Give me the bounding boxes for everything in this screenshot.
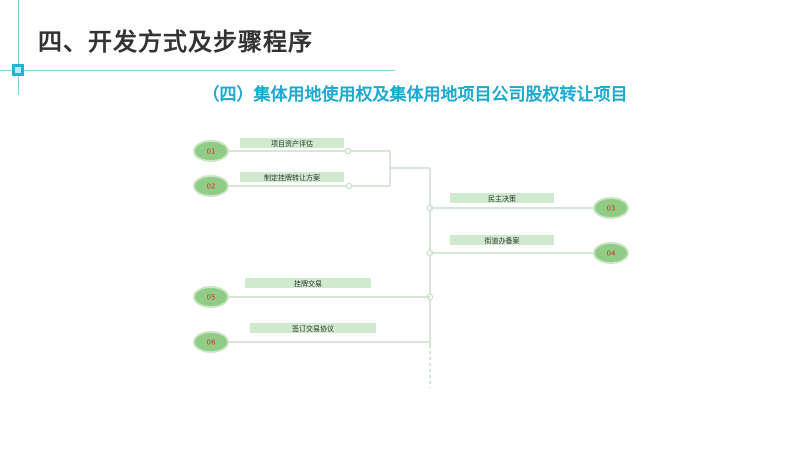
step-number: 04 [607, 250, 616, 258]
decor-square-inner [15, 67, 21, 73]
step-label-box [240, 138, 344, 148]
step-label: 街道办备案 [485, 236, 520, 245]
page-subtitle: （四）集体用地使用权及集体用地项目公司股权转让项目 [202, 85, 628, 105]
step-node [193, 175, 229, 197]
step-label: 民主决策 [488, 194, 516, 203]
connector-dot [344, 147, 352, 155]
step-label-box [240, 172, 344, 182]
connector-dot [345, 182, 353, 190]
step-label: 项目资产评估 [271, 139, 313, 148]
step-node [593, 242, 629, 264]
step-node [593, 197, 629, 219]
step-node [193, 140, 229, 162]
step-label-box [450, 235, 554, 245]
step-node [193, 286, 229, 308]
step-number: 01 [207, 148, 216, 156]
page-title: 四、开发方式及步骤程序 [38, 28, 313, 56]
step-label-box [250, 323, 376, 333]
step-node [193, 331, 229, 353]
step-label-box [450, 193, 554, 203]
decor-horizontal-line [0, 70, 395, 71]
step-number: 03 [607, 205, 616, 213]
step-label: 签订交易协议 [292, 324, 334, 333]
step-label: 挂牌交易 [294, 279, 322, 288]
step-number: 06 [207, 339, 216, 347]
step-label: 制定挂牌转让方案 [264, 173, 320, 182]
decor-vertical-line [18, 0, 19, 95]
step-label-box [245, 278, 371, 288]
step-number: 05 [207, 294, 216, 302]
step-number: 02 [207, 183, 216, 191]
